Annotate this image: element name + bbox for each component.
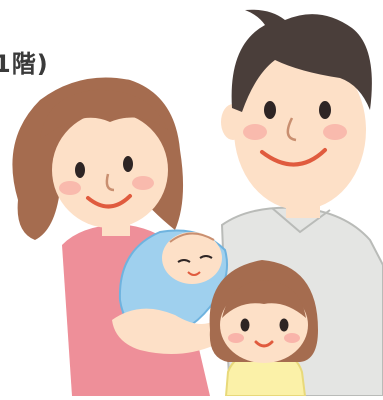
girl-bangs <box>222 280 306 318</box>
father-mouth <box>260 148 327 167</box>
mother-bangs <box>40 89 168 140</box>
mother-right-cheek <box>132 176 154 190</box>
baby-illustration <box>112 229 228 354</box>
father-nose <box>286 117 297 142</box>
girl-left-cheek <box>228 333 244 343</box>
mother-nose <box>105 173 115 192</box>
floor-caption: 1階) <box>0 50 49 78</box>
father-left-cheek <box>243 124 267 140</box>
mother-right-eye <box>123 156 133 172</box>
baby-mouth <box>187 271 201 276</box>
baby-hair <box>169 232 215 243</box>
mother-left-cheek <box>59 181 81 195</box>
mother-mouth <box>86 194 132 209</box>
father-face <box>234 50 366 210</box>
father-left-eye <box>264 101 276 119</box>
baby-left-eye <box>177 259 191 263</box>
mother-left-eye <box>75 162 85 178</box>
baby-right-eye <box>199 255 213 259</box>
girl-right-cheek <box>284 333 300 343</box>
father-right-cheek <box>323 124 347 140</box>
girl-mouth <box>254 340 274 348</box>
father-ear <box>221 104 245 140</box>
girl-illustration <box>209 260 318 397</box>
girl-left-eye <box>240 318 250 332</box>
mother-arm <box>112 308 215 354</box>
girl-right-eye <box>279 318 289 332</box>
father-hair <box>231 9 372 112</box>
father-right-eye <box>319 101 331 119</box>
mother-face <box>52 112 168 228</box>
girl-face <box>220 287 308 363</box>
baby-face <box>162 232 222 284</box>
